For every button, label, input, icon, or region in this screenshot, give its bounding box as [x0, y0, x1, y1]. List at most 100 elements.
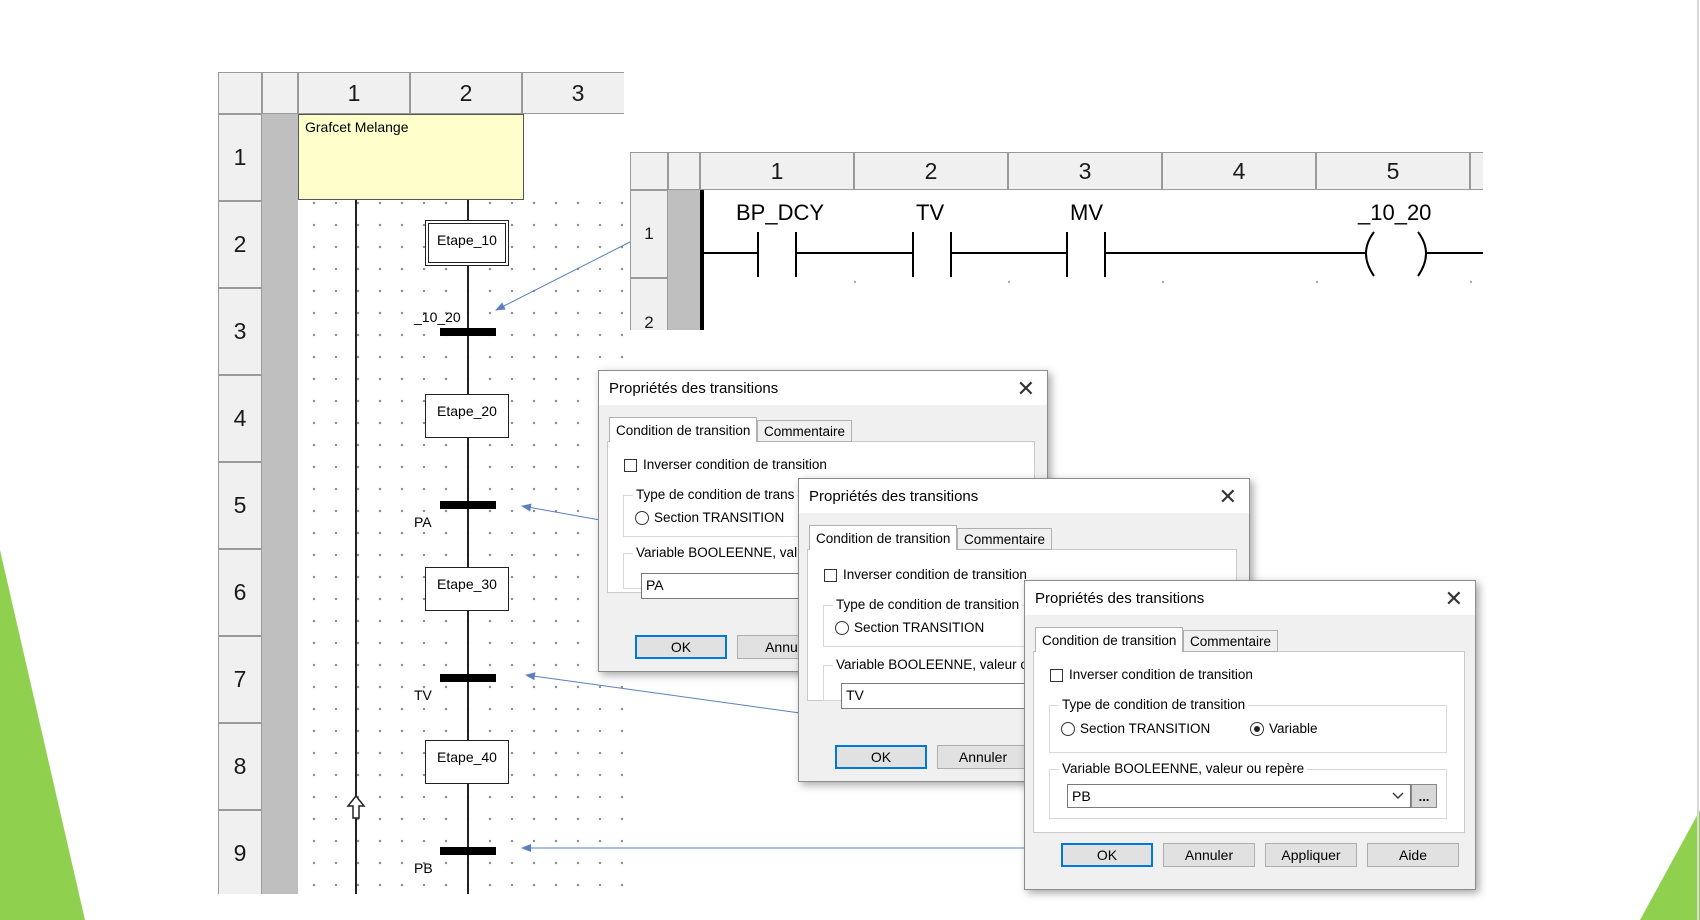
step-etape-20[interactable]: Etape_20 — [425, 394, 509, 438]
ladder-col-header-3[interactable]: 3 — [1008, 152, 1162, 190]
ladder-row-header-1[interactable]: 1 — [630, 190, 668, 278]
contact-label-mv: MV — [1070, 200, 1103, 225]
grafcet-row-header-5[interactable]: 5 — [218, 462, 262, 549]
grafcet-col-header-3[interactable]: 3 — [522, 72, 624, 114]
invert-label: Inverser condition de transition — [1069, 667, 1253, 682]
ladder-corner — [630, 152, 668, 190]
radio-section-label: Section TRANSITION — [1080, 721, 1211, 736]
invert-checkbox[interactable] — [824, 569, 837, 582]
contact-mv[interactable] — [1059, 230, 1113, 280]
chevron-down-icon — [1392, 792, 1404, 799]
grafcet-editor: 1 2 3 1 2 3 4 5 6 7 8 9 Grafcet Melange … — [218, 72, 624, 894]
invert-checkbox[interactable] — [624, 459, 637, 472]
tab-condition[interactable]: Condition de transition — [1035, 627, 1184, 652]
ok-button[interactable]: OK — [1061, 843, 1153, 867]
corner-header — [218, 72, 262, 114]
contact-label-tv: TV — [916, 200, 945, 225]
transition-label-pb: PB — [414, 860, 433, 876]
ladder-margin-strip — [668, 190, 700, 330]
ladder-rung — [704, 231, 1483, 283]
dialog-title: Propriétés des transitions — [1035, 590, 1205, 607]
grafcet-row-header-8[interactable]: 8 — [218, 723, 262, 810]
tab-commentaire[interactable]: Commentaire — [1183, 630, 1279, 652]
contact-tv[interactable] — [905, 230, 959, 280]
tab-commentaire[interactable]: Commentaire — [957, 528, 1053, 550]
tab-condition[interactable]: Condition de transition — [809, 525, 958, 550]
sequence-link — [467, 200, 469, 894]
transition-10-20[interactable] — [440, 328, 496, 336]
var-group-title: Variable BOOLEENNE, valeur o — [833, 657, 1031, 672]
radio-variable-label: Variable — [1269, 721, 1318, 736]
radio-section-label: Section TRANSITION — [654, 510, 785, 525]
type-group-title: Type de condition de transition — [833, 597, 1023, 612]
ladder-col-header-4[interactable]: 4 — [1162, 152, 1316, 190]
coil-10-20[interactable] — [1360, 230, 1432, 280]
invert-label: Inverser condition de transition — [643, 457, 827, 472]
type-group-title: Type de condition de transition — [1059, 697, 1249, 712]
ladder-corner-2 — [668, 152, 700, 190]
grafcet-row-header-9[interactable]: 9 — [218, 810, 262, 894]
cancel-button[interactable]: Annuler — [1163, 843, 1255, 867]
radio-section-transition[interactable] — [835, 621, 849, 635]
invert-label: Inverser condition de transition — [843, 567, 1027, 582]
return-link — [355, 200, 357, 894]
grafcet-col-header-1[interactable]: 1 — [298, 72, 410, 114]
apply-button[interactable]: Appliquer — [1265, 843, 1357, 867]
return-arrow-icon — [346, 794, 366, 819]
ladder-col-header-5[interactable]: 5 — [1316, 152, 1470, 190]
grafcet-grid — [303, 192, 623, 892]
invert-checkbox[interactable] — [1050, 669, 1063, 682]
close-icon[interactable]: ✕ — [1218, 484, 1237, 509]
grafcet-row-header-2[interactable]: 2 — [218, 201, 262, 288]
grafcet-row-header-6[interactable]: 6 — [218, 549, 262, 636]
ladder-col-header-2[interactable]: 2 — [854, 152, 1008, 190]
ladder-col-header-more — [1470, 152, 1483, 190]
grafcet-row-header-3[interactable]: 3 — [218, 288, 262, 375]
grafcet-col-header-2[interactable]: 2 — [410, 72, 522, 114]
ladder-col-header-1[interactable]: 1 — [700, 152, 854, 190]
ladder-row-header-2[interactable]: 2 — [630, 278, 668, 330]
tab-condition[interactable]: Condition de transition — [609, 417, 758, 442]
dialog-transition-pb: Propriétés des transitions ✕ Condition d… — [1024, 580, 1476, 890]
radio-section-transition[interactable] — [635, 511, 649, 525]
ladder-power-rail — [700, 190, 704, 330]
corner-header-2 — [262, 72, 298, 114]
var-group-title: Variable BOOLEENNE, val — [633, 545, 801, 560]
grafcet-row-header-1[interactable]: 1 — [218, 114, 262, 201]
variable-select[interactable]: PB — [1067, 784, 1411, 808]
grafcet-row-header-4[interactable]: 4 — [218, 375, 262, 462]
dialog-title: Propriétés des transitions — [809, 488, 979, 505]
step-etape-30[interactable]: Etape_30 — [425, 567, 509, 611]
step-etape-40[interactable]: Etape_40 — [425, 740, 509, 784]
ok-button[interactable]: OK — [835, 745, 927, 769]
transition-pa[interactable] — [440, 501, 496, 509]
close-icon[interactable]: ✕ — [1444, 586, 1463, 611]
grafcet-margin-strip — [262, 114, 298, 894]
dialog-title: Propriétés des transitions — [609, 380, 779, 397]
close-icon[interactable]: ✕ — [1016, 376, 1035, 401]
help-button[interactable]: Aide — [1367, 843, 1459, 867]
type-group-title: Type de condition de trans — [633, 487, 798, 502]
cancel-button[interactable]: Annuler — [937, 745, 1029, 769]
dialog-titlebar[interactable]: Propriétés des transitions ✕ — [799, 479, 1249, 513]
transition-label-pa: PA — [414, 514, 432, 530]
ok-button[interactable]: OK — [635, 635, 727, 659]
transition-tv[interactable] — [440, 674, 496, 682]
radio-section-label: Section TRANSITION — [854, 620, 985, 635]
radio-section-transition[interactable] — [1061, 722, 1075, 736]
radio-variable[interactable] — [1250, 722, 1264, 736]
contact-label-bp-dcy: BP_DCY — [736, 200, 825, 225]
transition-pb[interactable] — [440, 847, 496, 855]
browse-button[interactable]: ... — [1411, 784, 1437, 808]
grafcet-comment-box[interactable]: Grafcet Melange — [298, 114, 524, 200]
dialog-titlebar[interactable]: Propriétés des transitions ✕ — [1025, 581, 1475, 615]
ladder-editor: 1 2 3 4 5 1 2 BP_DCY TV MV _10_20 — [630, 152, 1483, 330]
contact-bp-dcy[interactable] — [750, 230, 804, 280]
variable-select-value: PB — [1072, 788, 1091, 804]
tab-commentaire[interactable]: Commentaire — [757, 420, 853, 442]
grafcet-row-header-7[interactable]: 7 — [218, 636, 262, 723]
step-etape-10[interactable]: Etape_10 — [425, 220, 509, 266]
transition-label-tv: TV — [414, 687, 432, 703]
dialog-titlebar[interactable]: Propriétés des transitions ✕ — [599, 371, 1047, 405]
